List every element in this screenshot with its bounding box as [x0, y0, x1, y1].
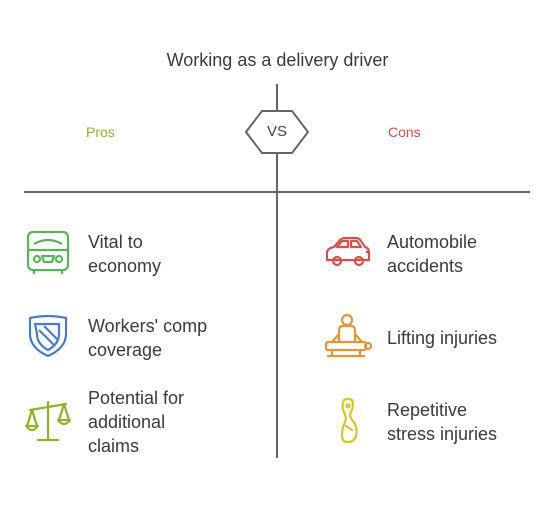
pros-item-2-line1: Workers' comp: [88, 316, 208, 336]
cons-item-1: Automobile accidents: [387, 230, 477, 278]
pros-item-2: Workers' comp coverage: [88, 314, 207, 362]
cons-item-1-line1: Automobile: [387, 232, 478, 252]
vs-badge-icon: [244, 110, 310, 154]
van-icon: [26, 230, 70, 274]
pros-item-2-line2: coverage: [88, 340, 163, 360]
cons-item-2: Lifting injuries: [387, 326, 497, 350]
center-divider-bottom: [276, 192, 278, 458]
pros-item-1-line1: Vital to: [88, 232, 143, 252]
vs-label: VS: [266, 123, 287, 140]
cons-item-3-line2: stress injuries: [387, 424, 498, 444]
stress-icon: [340, 397, 358, 444]
scales-icon: [24, 400, 72, 442]
cons-item-1-line2: accidents: [387, 256, 464, 276]
cons-item-3-line1: Repetitive: [387, 400, 468, 420]
shield-icon: [28, 314, 68, 358]
pros-item-3-line2: additional: [88, 412, 166, 432]
pros-item-3-line3: claims: [88, 436, 140, 456]
pros-item-3-line1: Potential for: [88, 388, 185, 408]
cons-item-2-line1: Lifting injuries: [387, 328, 498, 348]
cons-heading: Cons: [388, 124, 421, 140]
pros-heading: Pros: [86, 124, 115, 140]
lifting-icon: [324, 313, 372, 358]
pros-item-1: Vital to economy: [88, 230, 161, 278]
cons-item-3: Repetitive stress injuries: [387, 398, 497, 446]
pros-item-3: Potential for additional claims: [88, 386, 184, 458]
diagram-title: Working as a delivery driver: [166, 50, 389, 70]
pros-item-1-line2: economy: [88, 256, 162, 276]
car-icon: [325, 236, 371, 267]
